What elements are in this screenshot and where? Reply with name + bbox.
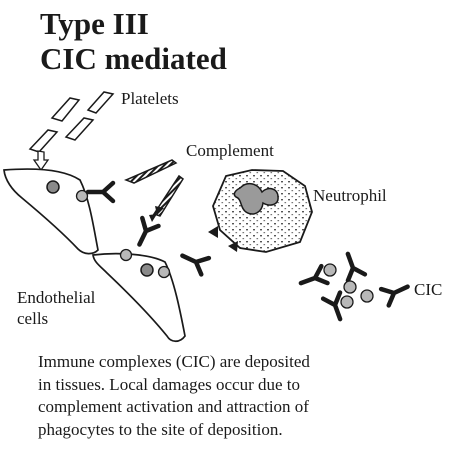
platelet-3: [28, 129, 59, 153]
title-line-2: CIC mediated: [40, 41, 227, 76]
label-complement: Complement: [186, 141, 274, 160]
platelet-2: [86, 91, 115, 114]
caption-line-2: in tissues. Local damages occur due to: [38, 374, 301, 394]
endothelial-cell-2: [92, 252, 186, 343]
platelet-4: [64, 117, 95, 141]
platelet-icon: [28, 91, 115, 153]
platelet-1: [50, 97, 81, 122]
endothelial-cell-icon: [3, 168, 99, 255]
label-neutrophil: Neutrophil: [313, 186, 387, 205]
nucleus-2: [140, 263, 154, 277]
arrow-icon: [32, 150, 50, 172]
antigen-icon: [75, 189, 171, 279]
caption-line-4: phagocytes to the site of deposition.: [38, 419, 283, 439]
label-cic: CIC: [414, 280, 443, 299]
label-platelets: Platelets: [121, 89, 179, 108]
caption: Immune complexes (CIC) are deposited in …: [38, 351, 463, 441]
caption-line-1: Immune complexes (CIC) are deposited: [38, 352, 310, 371]
neutrophil-icon: [208, 169, 313, 253]
cic-cluster: [298, 251, 412, 322]
complement-icon: [124, 159, 184, 222]
label-cells: cells: [17, 309, 49, 328]
nucleus-1: [46, 180, 60, 194]
caption-line-3: complement activation and attraction of: [38, 397, 309, 416]
label-endothelial: Endothelial: [17, 288, 96, 307]
title-line-1: Type III: [40, 6, 149, 41]
